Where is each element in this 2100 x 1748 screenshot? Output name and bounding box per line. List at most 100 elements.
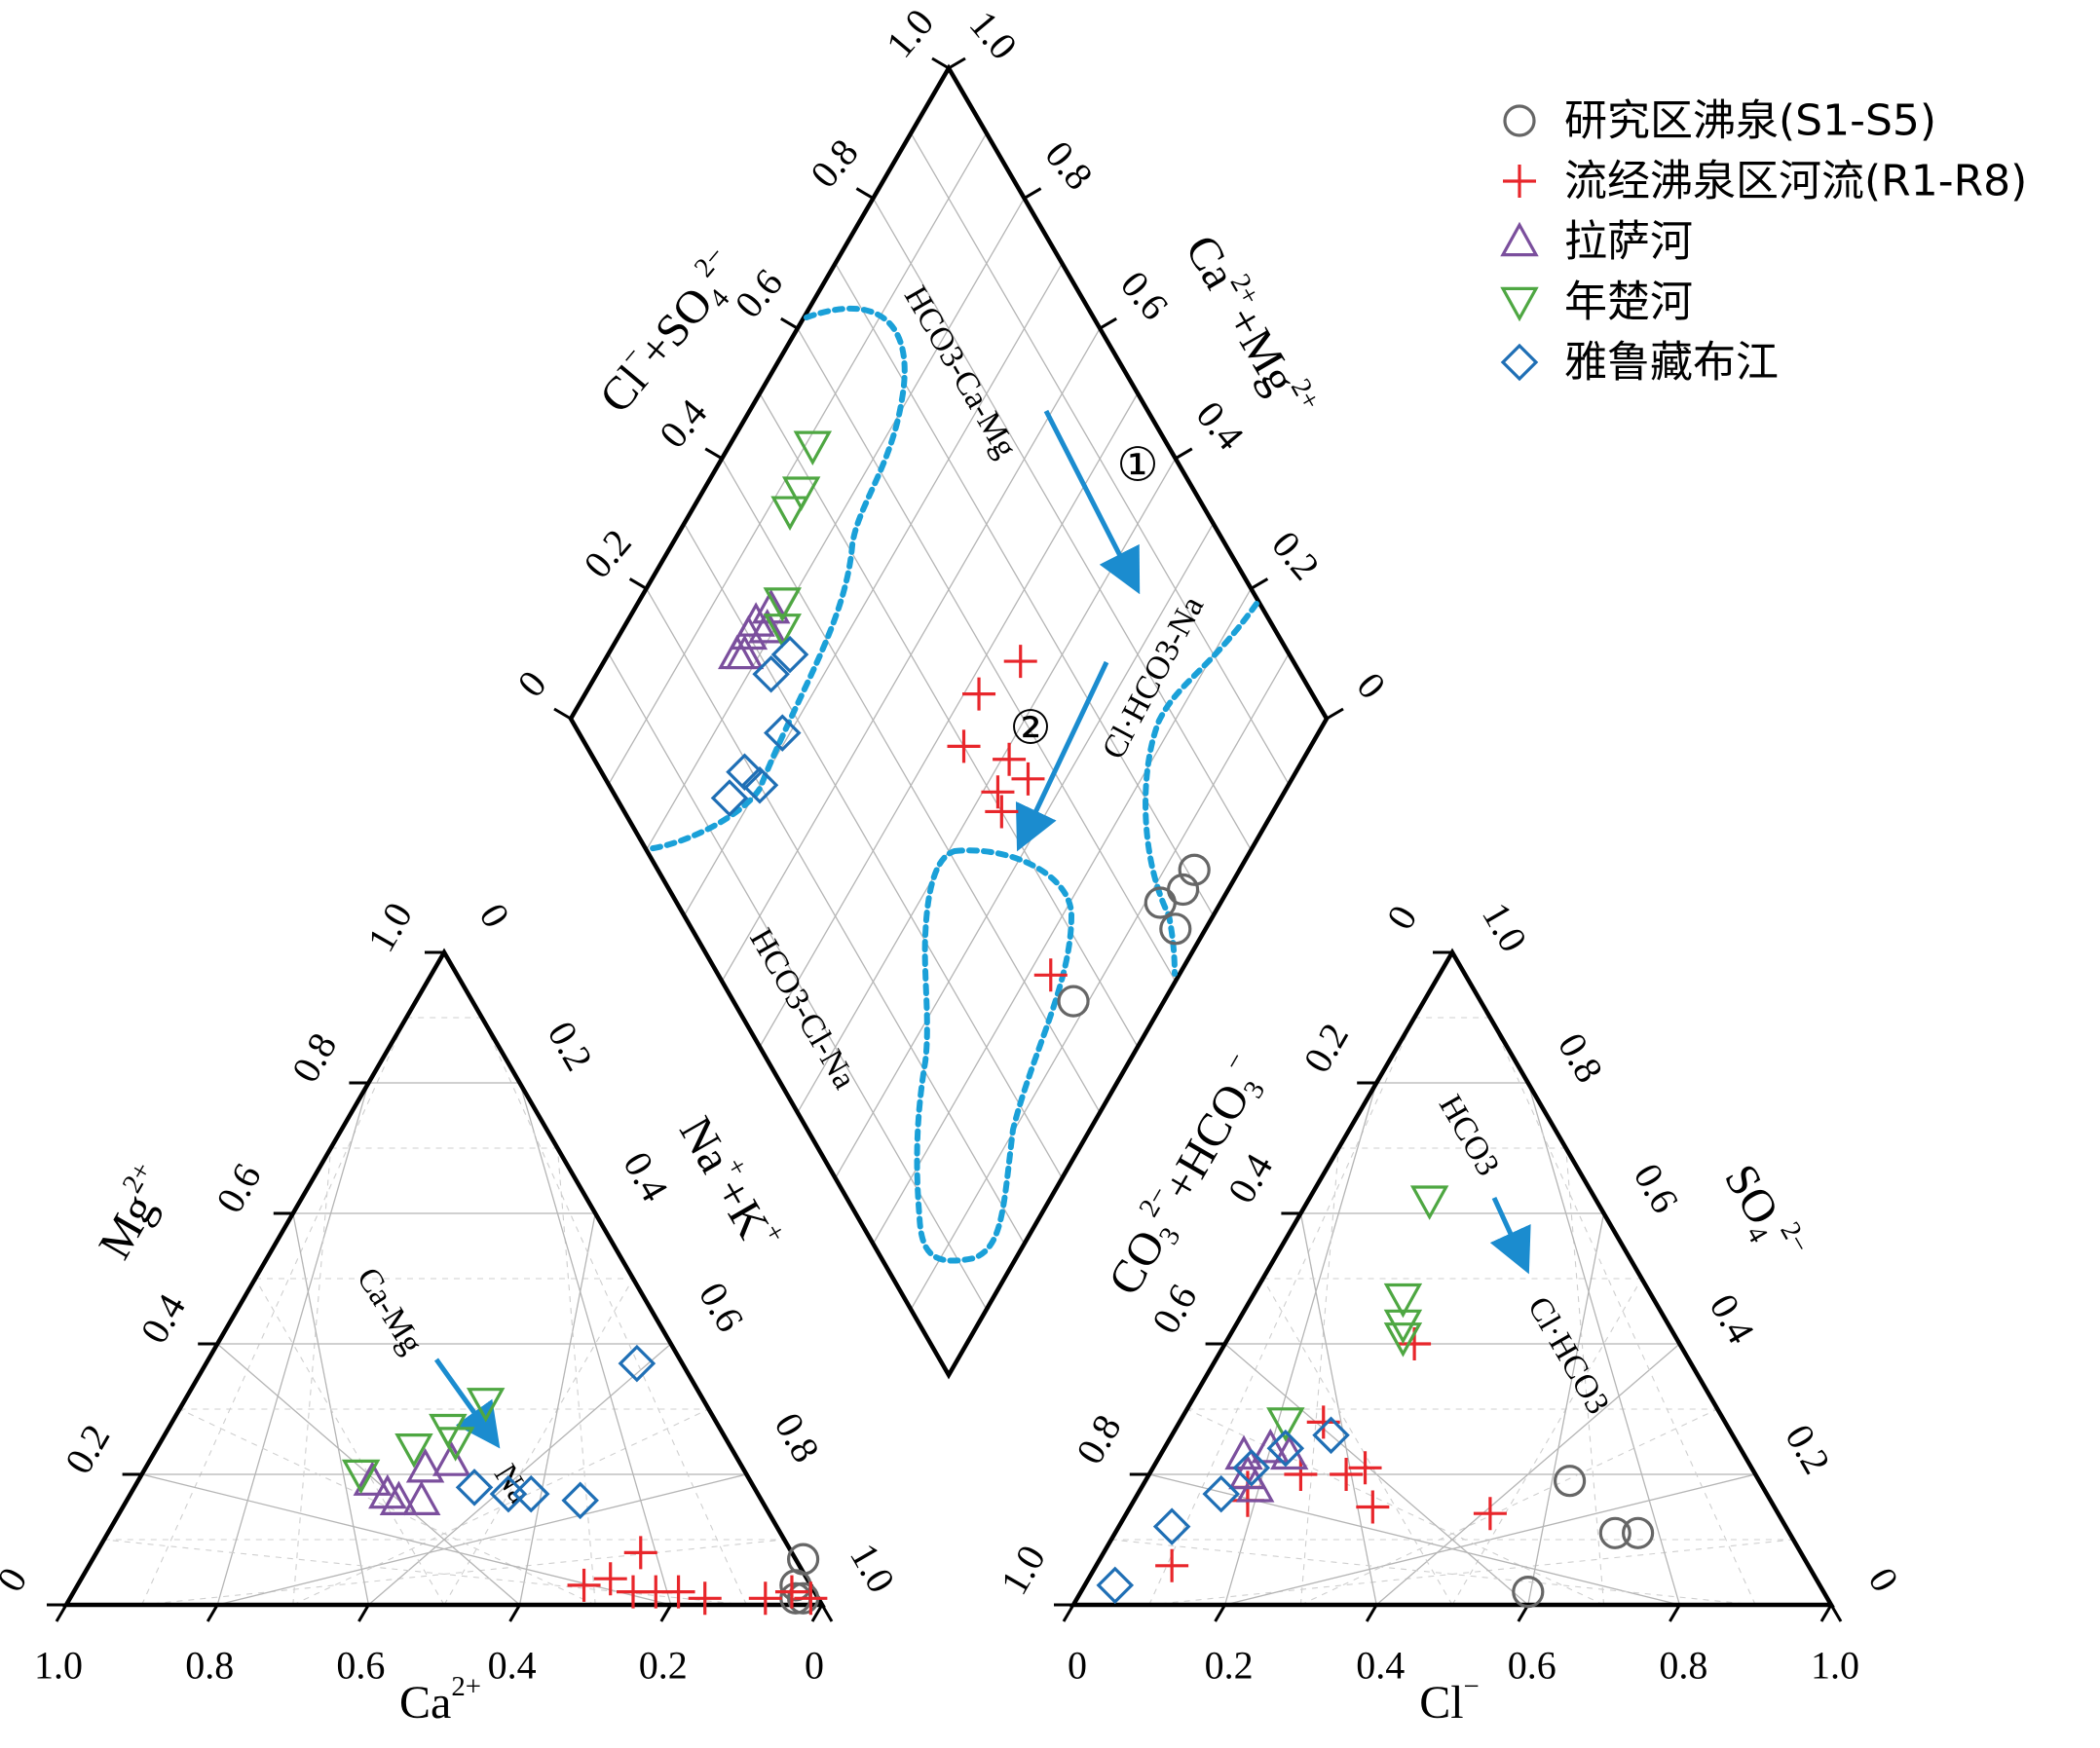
diamond-tick-mark: [1023, 187, 1042, 200]
cation-point-yarlung: [618, 1344, 656, 1383]
anion-tick-mark: [1819, 1604, 1833, 1622]
anion-point-springs: [1553, 1465, 1587, 1498]
anion-right-axis-title: SO42−: [1710, 1153, 1817, 1274]
diamond-left-tick-label: 0: [508, 662, 554, 705]
diamond-tick-mark: [628, 577, 648, 590]
legend-label-lhasa: 拉萨河: [1564, 217, 1693, 267]
diamond-point-springs: [1166, 873, 1200, 907]
cation-bottom-tick-label: 0: [805, 1644, 824, 1688]
cation-left-tick-label: 0.8: [282, 1025, 345, 1090]
cation-bottom-tick-label: 0.4: [488, 1644, 537, 1688]
diamond-left-tick-label: 1.0: [878, 0, 943, 65]
diamond-left-tick-label: 0.4: [651, 391, 716, 456]
diamond-point-lhasa: [729, 614, 769, 651]
diamond-right-tick-label: 0.6: [1112, 263, 1178, 328]
cation-left-tick-label: 0: [0, 1560, 35, 1599]
diamond-point-rivers: [1033, 958, 1068, 992]
diamond-gridline: [759, 392, 1139, 1048]
anion-point-yarlung: [1152, 1507, 1191, 1545]
diamond-point-rivers: [981, 775, 1015, 809]
diamond-tick-mark: [553, 707, 572, 721]
cation-right-tick-label: 0.4: [615, 1144, 677, 1209]
cation-bottom-axis-title: Ca2+: [399, 1671, 481, 1729]
diamond-left-tick-label: 0.2: [575, 521, 640, 586]
cation-point-rivers: [623, 1536, 657, 1570]
anion-tick-mark: [1450, 951, 1464, 970]
diamond-tick-mark: [1175, 447, 1193, 461]
anion-point-lhasa: [1236, 1468, 1275, 1503]
anion-point-yarlung: [1202, 1474, 1240, 1513]
cation-label-ca-mg: Ca-Mg: [350, 1261, 430, 1359]
cation-point-yarlung: [455, 1469, 494, 1506]
legend-label-rivers: 流经沸泉区河流(R1-R8): [1564, 157, 2027, 206]
boundary-hco3-ca-mg: [644, 306, 908, 852]
anion-point-rivers: [1155, 1548, 1189, 1582]
anion-gridline: [1262, 1278, 1453, 1606]
anion-gridline: [1186, 1408, 1604, 1606]
cation-point-lhasa: [379, 1480, 419, 1516]
anion-tick-mark: [1526, 1082, 1540, 1100]
cation-tick-mark: [518, 1082, 531, 1100]
cation-point-rivers: [661, 1575, 695, 1609]
cation-tick-mark: [593, 1212, 607, 1231]
diamond-point-nianchu: [763, 614, 802, 649]
cation-gridline: [518, 1212, 596, 1606]
cation-tick-mark: [669, 1343, 683, 1361]
anion-left-tick-label: 0.2: [1294, 1016, 1357, 1080]
cation-gridline: [292, 1408, 709, 1606]
diamond-tick-mark: [780, 316, 799, 330]
anion-gridline: [1110, 1539, 1756, 1606]
diamond-point-rivers: [947, 729, 981, 763]
diamond-tick-mark: [948, 56, 966, 70]
cation-right-tick-label: 0.2: [540, 1014, 602, 1078]
anion-gridline: [1224, 1343, 1529, 1606]
anion-label-cl-hco3: Cl·HCO3: [1520, 1290, 1616, 1420]
diamond-point-lhasa: [718, 634, 757, 670]
diamond-point-rivers: [1011, 762, 1045, 796]
anion-gridline: [1451, 1278, 1642, 1606]
anion-point-rivers: [1473, 1497, 1507, 1531]
anion-bottom-tick-label: 0.6: [1508, 1644, 1556, 1688]
cation-bottom-tick-label: 0.2: [639, 1644, 688, 1688]
cation-point-rivers: [593, 1562, 627, 1596]
diamond-point-yarlung: [740, 765, 779, 804]
anion-gridline: [1527, 1082, 1681, 1606]
legend-marker-lhasa: [1500, 221, 1539, 257]
diamond-point-nianchu: [793, 430, 833, 466]
arrow-label-1: ①: [1116, 440, 1158, 492]
cation-right-tick-label: 0.6: [691, 1275, 753, 1339]
anion-point-nianchu: [1383, 1322, 1423, 1357]
cation-point-nianchu: [435, 1427, 475, 1462]
diamond-left-axis-title: Cl−+SO42−: [585, 241, 755, 427]
cation-point-springs: [786, 1543, 820, 1576]
cation-gridline: [254, 1278, 445, 1606]
boundary-hco3-cl-na: [914, 847, 1075, 1264]
anion-point-lhasa: [1251, 1428, 1290, 1464]
cation-point-rivers: [794, 1581, 828, 1616]
diamond-gridline: [872, 588, 1252, 1245]
diamond-point-springs: [1178, 853, 1211, 886]
cation-tick-mark: [810, 1604, 824, 1622]
diamond-right-axis-title: Ca2++Mg2+: [1176, 224, 1327, 428]
diamond-point-rivers: [962, 677, 996, 711]
cation-point-yarlung: [561, 1481, 599, 1520]
anion-right-tick-label: 0.6: [1626, 1156, 1688, 1220]
anion-tick-mark: [1602, 1212, 1615, 1231]
frame-layer: [47, 56, 1843, 1622]
diamond-point-yarlung: [764, 714, 802, 752]
anion-left-tick-label: 0.4: [1219, 1146, 1281, 1210]
diamond-point-rivers: [985, 795, 1019, 829]
diamond-left-tick-label: 0.8: [802, 130, 867, 196]
decoration-layer: [433, 306, 1531, 1449]
diamond-point-rivers: [1003, 645, 1037, 679]
anion-right-tick-label: 0.2: [1777, 1417, 1839, 1481]
anion-gridline: [1148, 1017, 1415, 1606]
anion-bottom-tick-label: 0.8: [1659, 1644, 1707, 1688]
diamond-tick-mark: [704, 447, 723, 461]
diamond-tick-mark: [1099, 316, 1117, 330]
anion-point-rivers: [1284, 1458, 1318, 1491]
cation-bottom-tick-label: 0.8: [185, 1644, 234, 1688]
diamond-point-yarlung: [770, 635, 809, 674]
